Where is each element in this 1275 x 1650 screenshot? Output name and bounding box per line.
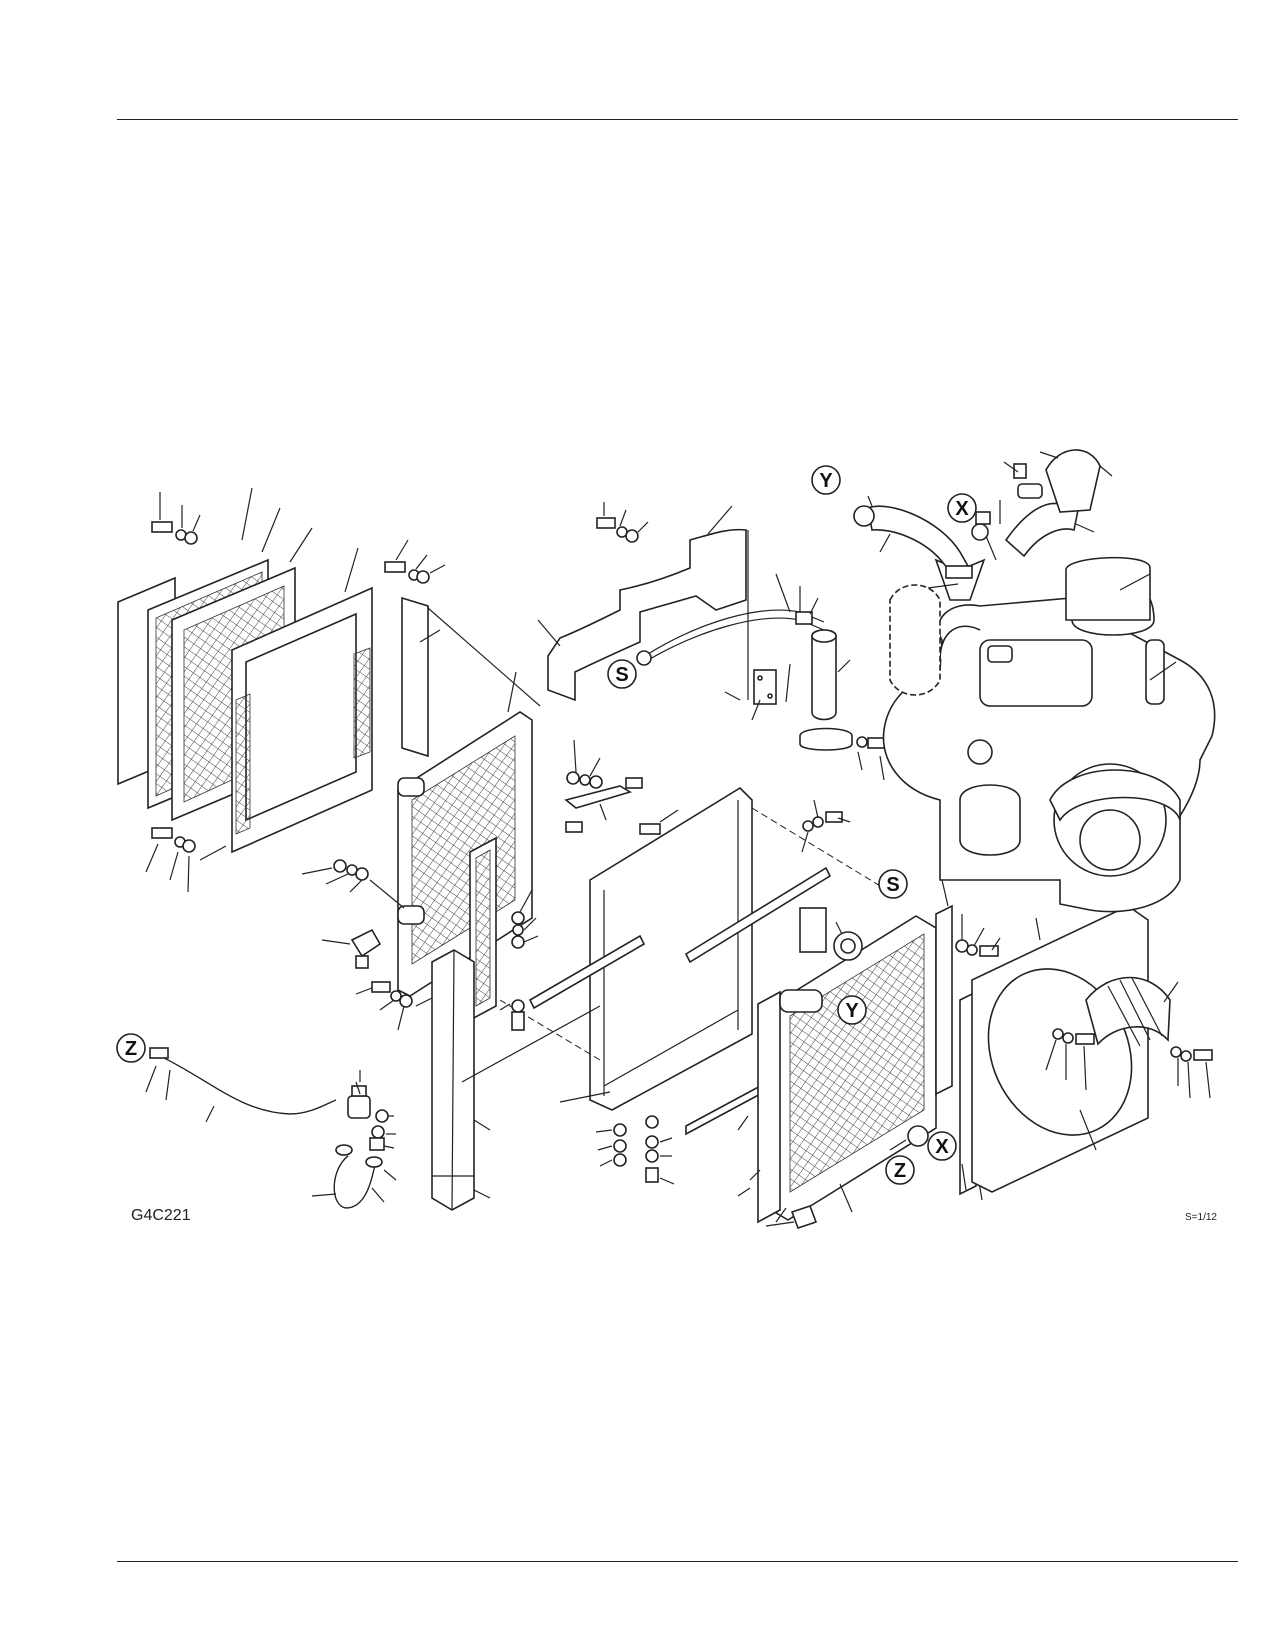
callout-s-lower: S: [878, 869, 908, 899]
front-grille-assembly: [117, 558, 429, 854]
figure-scale: S=1/12: [1185, 1212, 1217, 1223]
upper-shroud: [537, 502, 749, 702]
bolt-washer-set-lower-left: [145, 827, 227, 893]
callout-s-upper: S: [607, 659, 637, 689]
callout-z-lower: Z: [885, 1155, 915, 1185]
callout-s-lower-label: S: [886, 874, 899, 896]
callout-y-lower-label: Y: [845, 1000, 859, 1022]
oil-cooler: [397, 607, 541, 1022]
bracket-bolts-center: [564, 739, 851, 853]
callout-y-top: Y: [811, 465, 841, 495]
header-rule: [117, 119, 1238, 120]
figure-code: G4C221: [131, 1207, 191, 1224]
fan-shroud: [971, 887, 1213, 1193]
radiator-core: [737, 915, 937, 1230]
callout-y-lower: Y: [837, 995, 867, 1025]
reserve-tank: [751, 629, 887, 781]
overflow-pipe: [636, 573, 825, 666]
callout-z-left: Z: [116, 1033, 146, 1063]
bypass-hose-z: [145, 1047, 397, 1209]
mount-stack-center-left: [511, 889, 539, 1031]
mount-stack-bottom-center: [595, 1115, 675, 1185]
bolt-washer-set-top-left: [151, 487, 446, 643]
callout-x-top-label: X: [955, 498, 969, 520]
bolt-washer-set-right-mid: [955, 914, 1001, 957]
lower-hose-upper-right: [971, 449, 1113, 561]
callout-y-top-label: Y: [819, 470, 833, 492]
callout-z-left-label: Z: [125, 1038, 137, 1060]
callout-s-upper-label: S: [615, 664, 628, 686]
fitting-elbow: [301, 859, 405, 969]
vertical-duct: [431, 949, 491, 1211]
upper-radiator-hose: [853, 495, 973, 579]
callout-x-lower-label: X: [935, 1136, 949, 1158]
callout-x-top: X: [947, 493, 977, 523]
engine: [882, 556, 1216, 913]
bolt-washer-set-mid-left: [355, 981, 437, 1031]
callout-x-lower: X: [927, 1131, 957, 1161]
callout-z-lower-label: Z: [894, 1160, 906, 1182]
footer-rule: [117, 1561, 1238, 1562]
